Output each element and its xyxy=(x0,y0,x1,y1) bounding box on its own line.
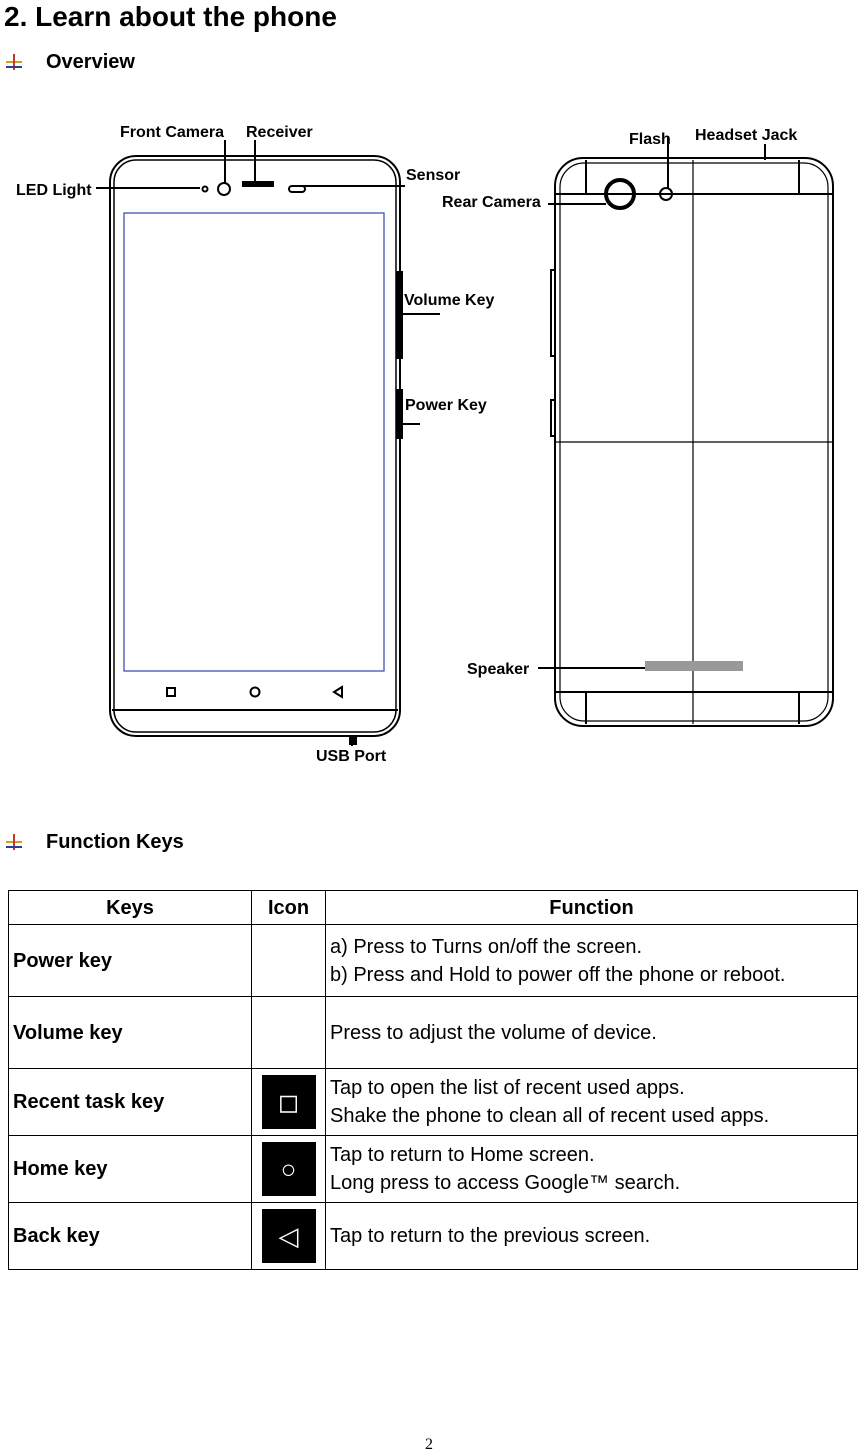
function-line: Tap to return to Home screen. xyxy=(330,1144,595,1166)
header-function: Function xyxy=(325,890,858,925)
section-function-keys: Function Keys xyxy=(4,830,184,854)
home-circle-icon: ○ xyxy=(261,1142,316,1196)
key-name: Recent task key xyxy=(8,1068,252,1136)
label-headset-jack: Headset Jack xyxy=(695,127,797,144)
table-header-row: Keys Icon Function xyxy=(8,890,858,925)
function-keys-table: Keys Icon Function Power key a) Press to… xyxy=(8,890,858,1270)
table-row: Power key a) Press to Turns on/off the s… xyxy=(8,924,858,997)
label-front-camera: Front Camera xyxy=(120,124,224,141)
callout-lines xyxy=(96,136,766,746)
table-row: Volume key Press to adjust the volume of… xyxy=(8,996,858,1069)
label-led-light: LED Light xyxy=(16,182,92,199)
header-icon: Icon xyxy=(251,890,326,925)
key-name: Home key xyxy=(8,1135,252,1203)
section-title: Function Keys xyxy=(46,831,184,853)
key-function: a) Press to Turns on/off the screen. b) … xyxy=(325,924,858,997)
key-icon-cell xyxy=(251,996,326,1069)
phone-diagram: Front Camera Receiver LED Light Sensor V… xyxy=(16,124,834,765)
label-usb-port: USB Port xyxy=(316,748,387,765)
label-rear-camera: Rear Camera xyxy=(442,194,541,211)
label-power-key: Power Key xyxy=(405,397,487,414)
label-receiver: Receiver xyxy=(246,124,313,141)
label-speaker: Speaker xyxy=(467,661,529,678)
page-heading: 2. Learn about the phone xyxy=(4,1,337,32)
function-line: Long press to access Google™ search. xyxy=(330,1172,681,1194)
recent-square-icon: ◻ xyxy=(261,1075,316,1129)
bullet-icon xyxy=(4,52,24,72)
function-line: Press to adjust the volume of device. xyxy=(330,1021,657,1044)
key-function: Press to adjust the volume of device. xyxy=(325,996,858,1069)
function-line: a) Press to Turns on/off the screen. xyxy=(330,935,643,958)
key-icon-cell xyxy=(251,924,326,997)
phone-front xyxy=(109,155,403,745)
table-row: Recent task key ◻ Tap to open the list o… xyxy=(8,1068,858,1136)
key-function: Tap to return to Home screen. Long press… xyxy=(325,1135,858,1203)
key-name: Volume key xyxy=(8,996,252,1069)
table-row: Home key ○ Tap to return to Home screen.… xyxy=(8,1135,858,1203)
key-function: Tap to return to the previous screen. xyxy=(325,1202,858,1270)
label-sensor: Sensor xyxy=(406,167,460,184)
table-row: Back key ◁ Tap to return to the previous… xyxy=(8,1202,858,1270)
section-overview: Overview xyxy=(4,50,135,74)
key-icon-cell: ○ xyxy=(251,1135,326,1203)
key-function: Tap to open the list of recent used apps… xyxy=(325,1068,858,1136)
key-icon-cell: ◁ xyxy=(251,1202,326,1270)
function-line: Tap to return to the previous screen. xyxy=(330,1225,651,1247)
back-triangle-icon: ◁ xyxy=(261,1209,316,1263)
section-title: Overview xyxy=(46,51,135,73)
function-line: Tap to open the list of recent used apps… xyxy=(330,1077,685,1099)
function-line: Shake the phone to clean all of recent u… xyxy=(330,1105,770,1127)
label-flash: Flash xyxy=(629,131,671,148)
label-volume-key: Volume Key xyxy=(404,292,495,309)
key-name: Power key xyxy=(8,924,252,997)
page-number: 2 xyxy=(425,1436,433,1453)
phone-back xyxy=(550,157,834,727)
header-keys: Keys xyxy=(8,890,252,925)
function-line: b) Press and Hold to power off the phone… xyxy=(330,963,786,986)
key-icon-cell: ◻ xyxy=(251,1068,326,1136)
bullet-icon xyxy=(4,832,24,852)
key-name: Back key xyxy=(8,1202,252,1270)
